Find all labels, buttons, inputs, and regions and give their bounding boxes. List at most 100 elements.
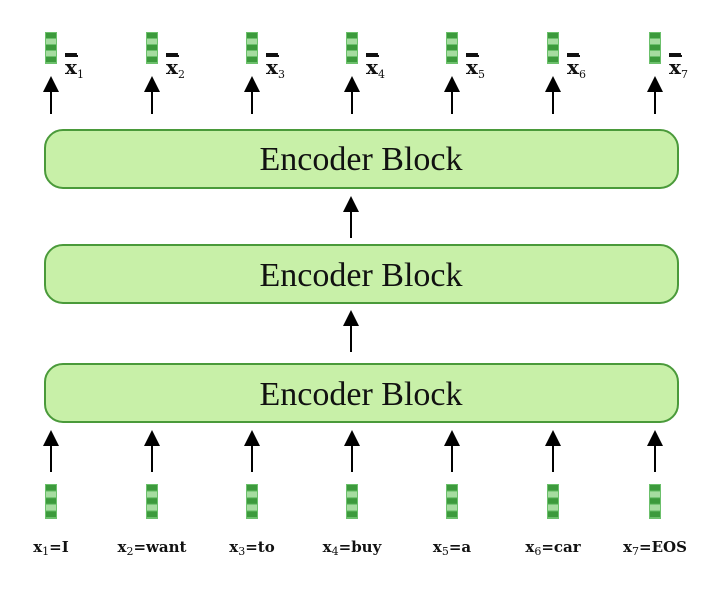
output-label-sub: 7	[681, 68, 688, 81]
output-vector-3-cell	[247, 45, 257, 50]
output-label-base: x	[669, 55, 682, 79]
input-label-sub: 5	[442, 545, 449, 558]
input-vector-1-cell	[46, 485, 56, 491]
output-vector-4-cell	[347, 51, 357, 56]
output-vector-3-cell	[247, 39, 257, 44]
input-vector-1-cell	[46, 504, 56, 511]
input-vector-4	[346, 484, 358, 519]
encoder-block-middle-box	[44, 244, 679, 304]
output-vector-3-cell	[247, 57, 257, 62]
output-vector-3-cell	[247, 33, 257, 38]
output-vector-6-cell	[548, 39, 558, 44]
output-vector-6-cell	[548, 57, 558, 62]
input-vector-1-cell	[46, 498, 56, 504]
output-7: x7	[647, 32, 688, 114]
input-vector-6	[547, 484, 559, 519]
output-vector-7-cell	[650, 45, 660, 50]
output-vector-4-cell	[347, 39, 357, 44]
input-label-sub: 3	[238, 545, 245, 558]
output-label-base: x	[166, 55, 179, 79]
input-vector-7-cell	[650, 491, 660, 498]
output-vector-1-cell	[46, 57, 56, 62]
input-vector-3	[246, 484, 258, 519]
output-vector-3-cell	[247, 51, 257, 56]
input-vector-6-cell	[548, 485, 558, 491]
encoder-block-top: Encoder Block	[44, 129, 679, 189]
input-2: x2=want	[118, 430, 187, 558]
output-vector-2	[146, 32, 158, 64]
output-label-7: x7	[669, 55, 688, 81]
input-vector-3-cell	[247, 511, 257, 517]
output-vector-7-cell	[650, 33, 660, 38]
output-label-sub: 2	[178, 68, 185, 81]
output-1: x1	[43, 32, 84, 114]
input-vector-3-cell	[247, 485, 257, 491]
input-vector-6-cell	[548, 498, 558, 504]
input-label-token: =car	[541, 538, 581, 556]
input-vector-5-cell	[447, 491, 457, 498]
encoder-block-bottom-box	[44, 363, 679, 423]
input-label-token: =EOS	[639, 538, 687, 556]
output-vector-5-cell	[447, 45, 457, 50]
input-label-3: x3=to	[229, 538, 274, 558]
output-label-3: x3	[266, 55, 285, 81]
input-label-token: =a	[449, 538, 472, 556]
input-vector-5-cell	[447, 498, 457, 504]
encoder-block-bottom-label: Encoder Block	[260, 376, 463, 413]
input-label-sub: 4	[332, 545, 339, 558]
input-vector-2-cell	[147, 504, 157, 511]
encoder-block-top-label: Encoder Block	[260, 141, 463, 178]
input-label-token: =I	[49, 538, 69, 556]
input-label-5: x5=a	[433, 538, 472, 558]
output-label-base: x	[466, 55, 479, 79]
input-4: x4=buy	[323, 430, 383, 558]
output-vector-7	[649, 32, 661, 64]
output-vector-4-cell	[347, 33, 357, 38]
input-label-base: x	[229, 538, 239, 556]
input-label-token: =want	[133, 538, 186, 556]
input-label-base: x	[33, 538, 43, 556]
encoder-block-middle-label: Encoder Block	[260, 257, 463, 294]
input-vector-2-cell	[147, 491, 157, 498]
output-vector-2-cell	[147, 45, 157, 50]
input-vector-4-cell	[347, 498, 357, 504]
input-vector-5-cell	[447, 511, 457, 517]
output-vector-6-cell	[548, 33, 558, 38]
input-vector-1-cell	[46, 511, 56, 517]
input-vector-3-cell	[247, 491, 257, 498]
output-vector-1-cell	[46, 45, 56, 50]
input-vector-5-cell	[447, 485, 457, 491]
output-vector-2-cell	[147, 39, 157, 44]
output-2: x2	[144, 32, 185, 114]
output-vector-2-cell	[147, 33, 157, 38]
output-vector-5-cell	[447, 39, 457, 44]
output-label-6: x6	[567, 55, 586, 81]
input-vector-3-cell	[247, 504, 257, 511]
output-label-2: x2	[166, 55, 185, 81]
output-3: x3	[244, 32, 285, 114]
output-label-sub: 5	[478, 68, 485, 81]
output-label-base: x	[266, 55, 279, 79]
input-vector-7-cell	[650, 485, 660, 491]
input-vector-4-cell	[347, 511, 357, 517]
input-vector-2-cell	[147, 511, 157, 517]
encoder-block-bottom: Encoder Block	[44, 363, 679, 423]
input-label-1: x1=I	[33, 538, 69, 558]
input-label-token: =buy	[339, 538, 383, 556]
input-label-2: x2=want	[118, 538, 187, 558]
input-label-sub: 6	[534, 545, 541, 558]
output-6: x6	[545, 32, 586, 114]
input-vector-2-cell	[147, 485, 157, 491]
input-vector-2-cell	[147, 498, 157, 504]
input-1: x1=I	[33, 430, 69, 558]
output-vector-6-cell	[548, 45, 558, 50]
output-label-base: x	[65, 55, 78, 79]
input-label-base: x	[118, 538, 128, 556]
input-label-base: x	[433, 538, 443, 556]
output-vector-4-cell	[347, 57, 357, 62]
output-vector-7-cell	[650, 51, 660, 56]
input-vector-6-cell	[548, 511, 558, 517]
input-vector-2	[146, 484, 158, 519]
